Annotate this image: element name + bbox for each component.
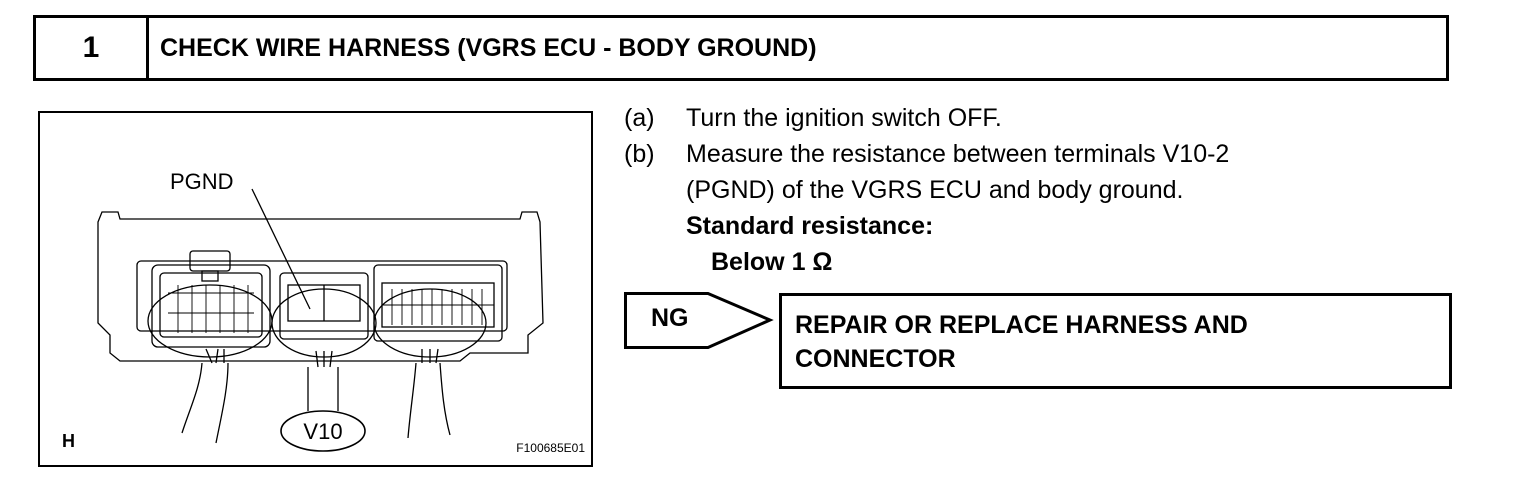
figure-id: F100685E01 [516, 441, 585, 455]
ng-action-box: REPAIR OR REPLACE HARNESS AND CONNECTOR [779, 293, 1452, 389]
instruction-a-text: Turn the ignition switch OFF. [686, 104, 1002, 132]
instructions: (a) Turn the ignition switch OFF. (b) Me… [624, 100, 1229, 280]
connector-figure: PGND V10 H F100685E01 [38, 111, 593, 467]
ecu-connector-diagram: PGND V10 H F100685E01 [62, 169, 585, 455]
standard-heading: Standard resistance: [686, 212, 934, 240]
ng-arrow [624, 292, 774, 349]
step-title: CHECK WIRE HARNESS (VGRS ECU - BODY GROU… [160, 33, 817, 62]
v10-label: V10 [303, 419, 342, 444]
instruction-a: (a) Turn the ignition switch OFF. [624, 100, 1229, 136]
instruction-b-line1: Measure the resistance between terminals… [686, 140, 1230, 168]
ng-action-text: REPAIR OR REPLACE HARNESS AND CONNECTOR [795, 311, 1248, 373]
instruction-b: (b) Measure the resistance between termi… [624, 136, 1229, 172]
corner-label: H [62, 431, 75, 451]
standard-value: Below 1 Ω [711, 248, 833, 276]
ng-label: NG [651, 304, 689, 332]
pgnd-label: PGND [170, 169, 234, 194]
instruction-b-line2: (PGND) of the VGRS ECU and body ground. [686, 176, 1184, 204]
instruction-b-label: (b) [624, 140, 655, 168]
instruction-a-label: (a) [624, 104, 655, 132]
step-number: 1 [36, 18, 149, 78]
step-header: 1 CHECK WIRE HARNESS (VGRS ECU - BODY GR… [33, 15, 1449, 81]
